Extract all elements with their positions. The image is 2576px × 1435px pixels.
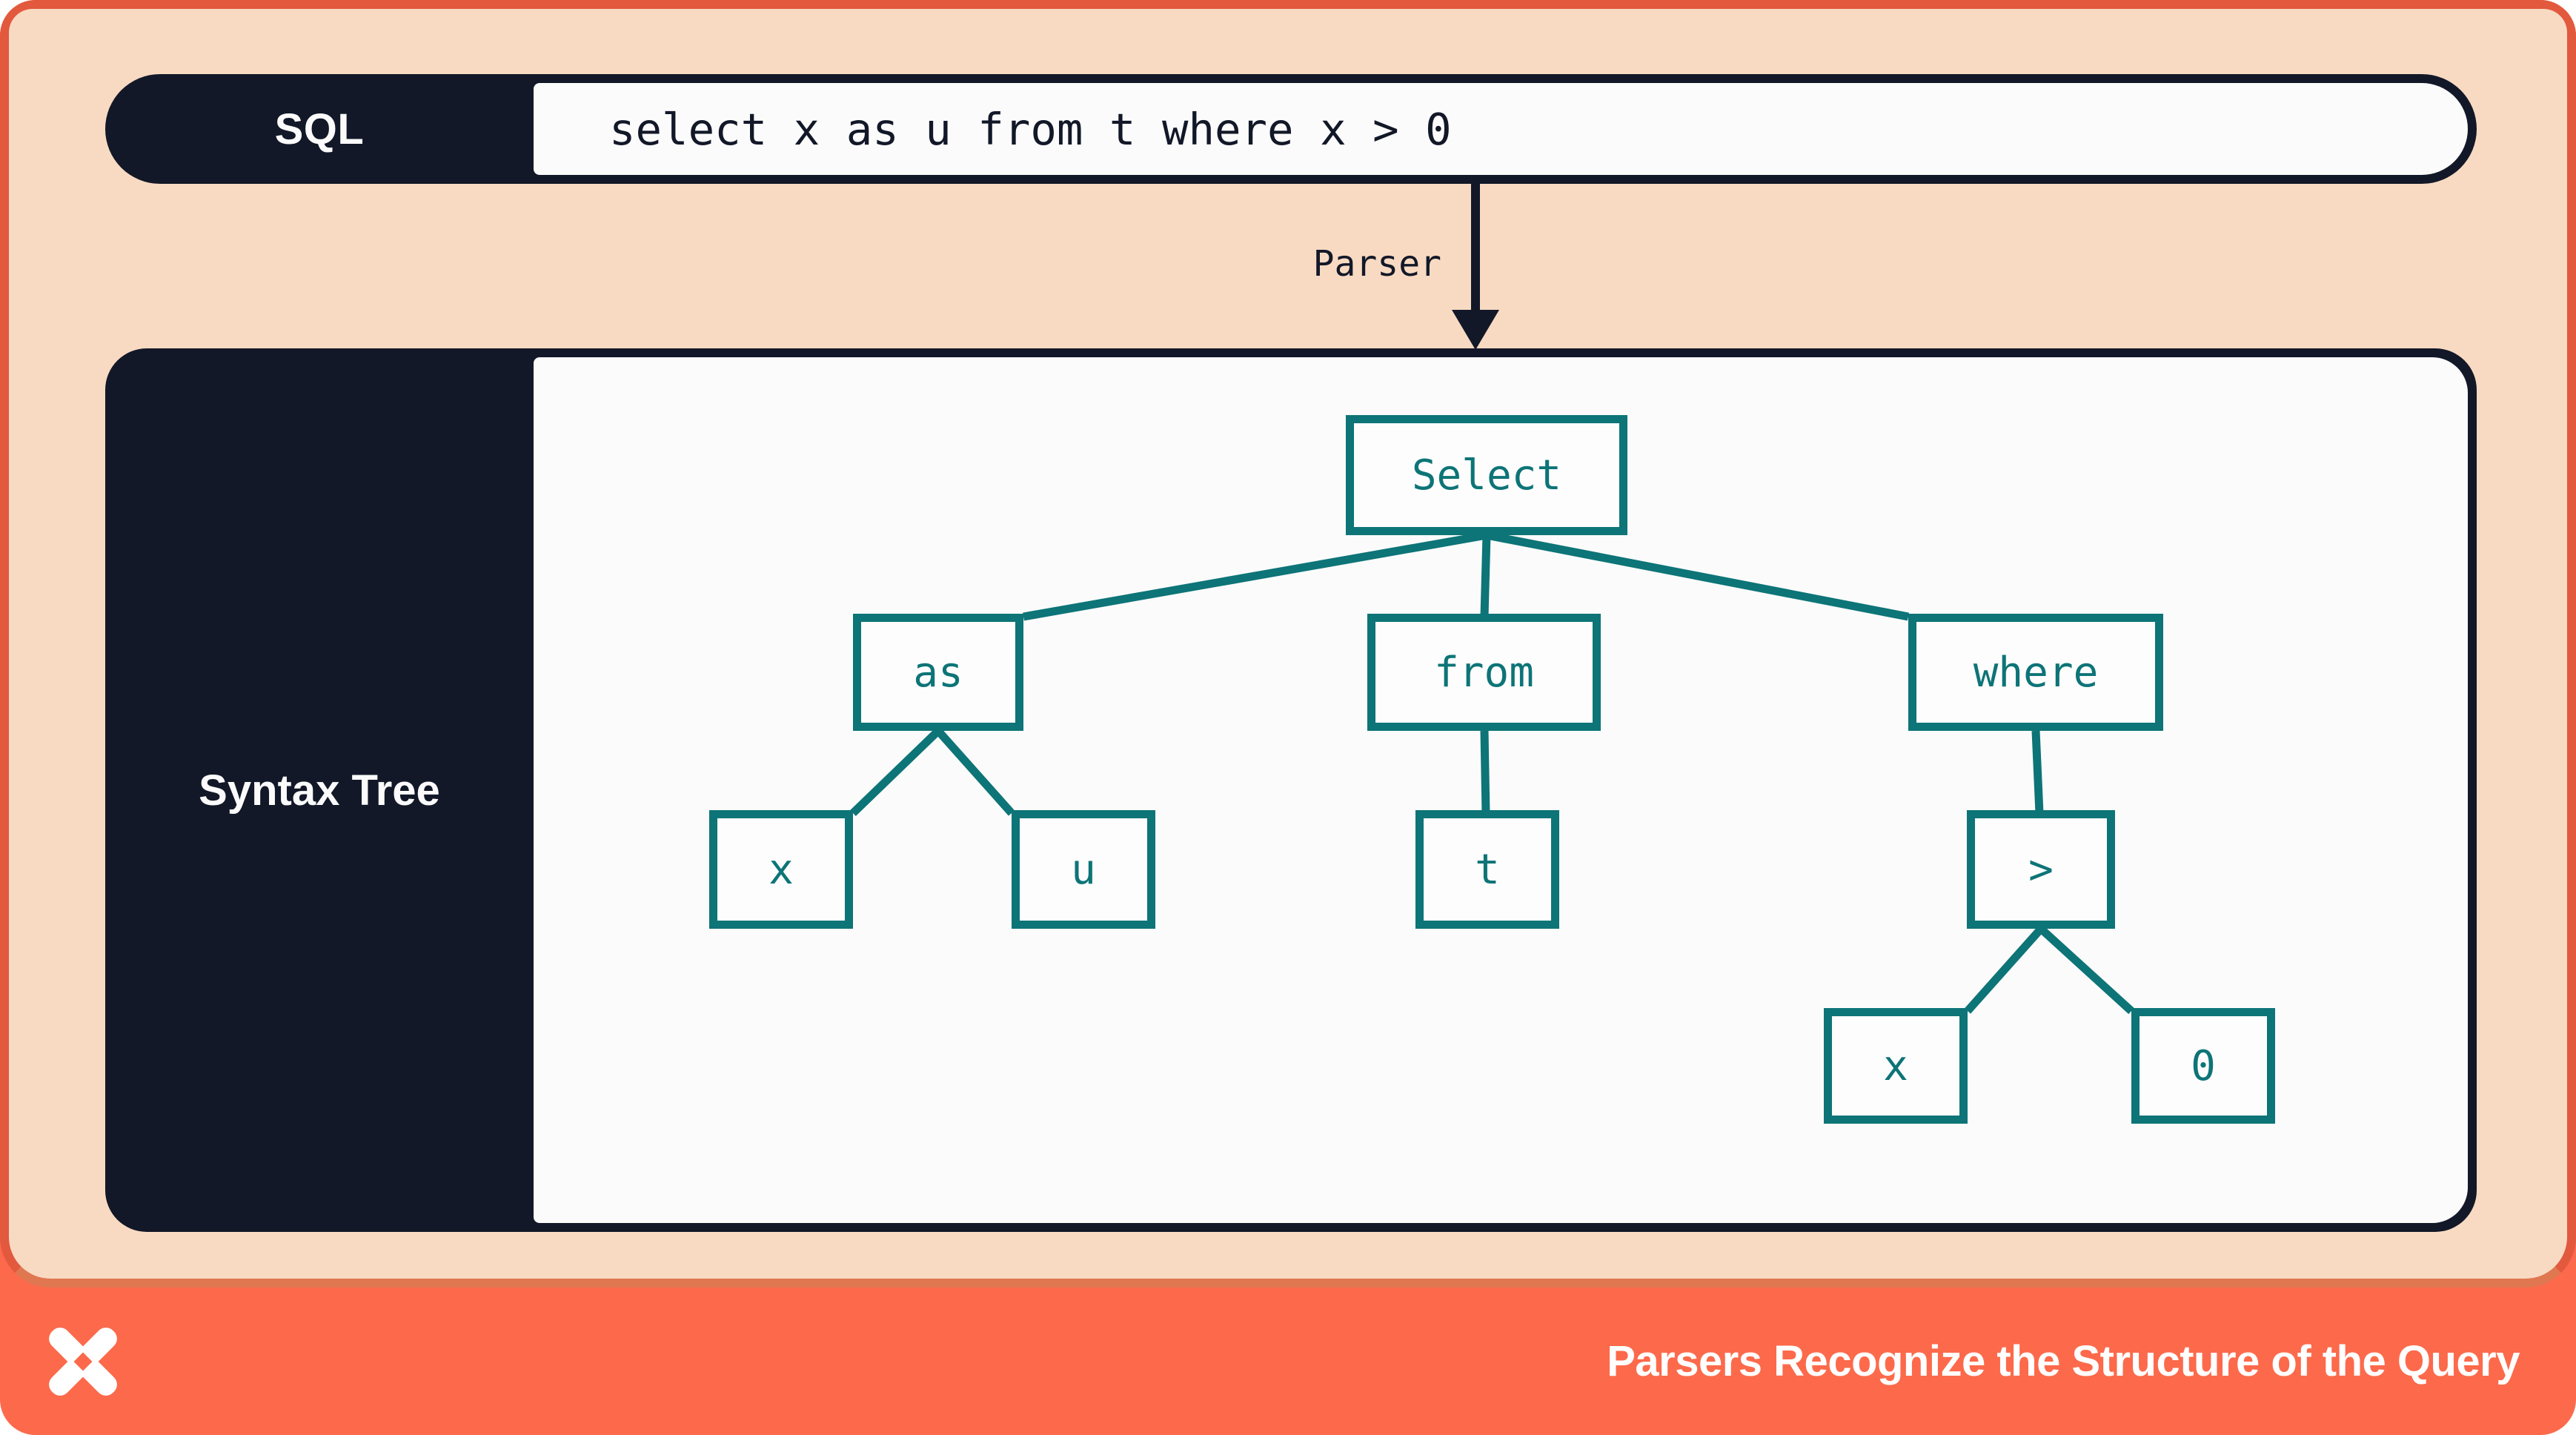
- main-area: SQL select x as u from t where x > 0 Par…: [0, 0, 2576, 1287]
- syntax-tree-label: Syntax Tree: [199, 766, 440, 815]
- parser-label: Parser: [1312, 243, 1441, 285]
- tree-node-u: u: [1012, 810, 1155, 929]
- tree-node-label: u: [1071, 845, 1096, 894]
- arrow-down-head-icon: [1452, 310, 1499, 350]
- x-star-logo-icon: [49, 1327, 117, 1396]
- sql-query-text: select x as u from t where x > 0: [534, 83, 2468, 175]
- tree-node-label: t: [1475, 845, 1500, 894]
- tree-node-label: 0: [2191, 1041, 2216, 1090]
- syntax-tree-panel: Syntax Tree Select: [105, 348, 2477, 1232]
- tree-node-label: where: [1973, 648, 2099, 697]
- tree-node-from: from: [1367, 614, 1601, 731]
- syntax-tree-canvas: Select as from where x u t > x 0: [105, 348, 2477, 1232]
- tree-node-select: Select: [1346, 415, 1627, 535]
- tree-node-label: x: [1883, 1041, 1908, 1090]
- sql-bar-label: SQL: [274, 105, 365, 153]
- tree-edges: [850, 531, 2134, 1015]
- tree-node-t: t: [1415, 810, 1559, 929]
- footer: Parsers Recognize the Structure of the Q…: [0, 1287, 2576, 1435]
- sql-bar: SQL select x as u from t where x > 0: [105, 74, 2477, 184]
- arrow-down-icon: [1471, 184, 1480, 311]
- tree-node-gt: >: [1967, 810, 2115, 929]
- footer-title: Parsers Recognize the Structure of the Q…: [1607, 1337, 2520, 1385]
- tree-node-label: >: [2028, 845, 2054, 894]
- tree-node-label: x: [769, 845, 794, 894]
- tree-node-where: where: [1908, 614, 2163, 731]
- tree-node-x-cond: x: [1824, 1008, 1968, 1124]
- tree-node-label: as: [913, 648, 963, 697]
- tree-node-label: Select: [1411, 451, 1562, 500]
- tree-node-zero: 0: [2131, 1008, 2275, 1124]
- tree-node-x-alias: x: [709, 810, 853, 929]
- tree-node-label: from: [1434, 648, 1534, 697]
- tree-node-as: as: [853, 614, 1023, 731]
